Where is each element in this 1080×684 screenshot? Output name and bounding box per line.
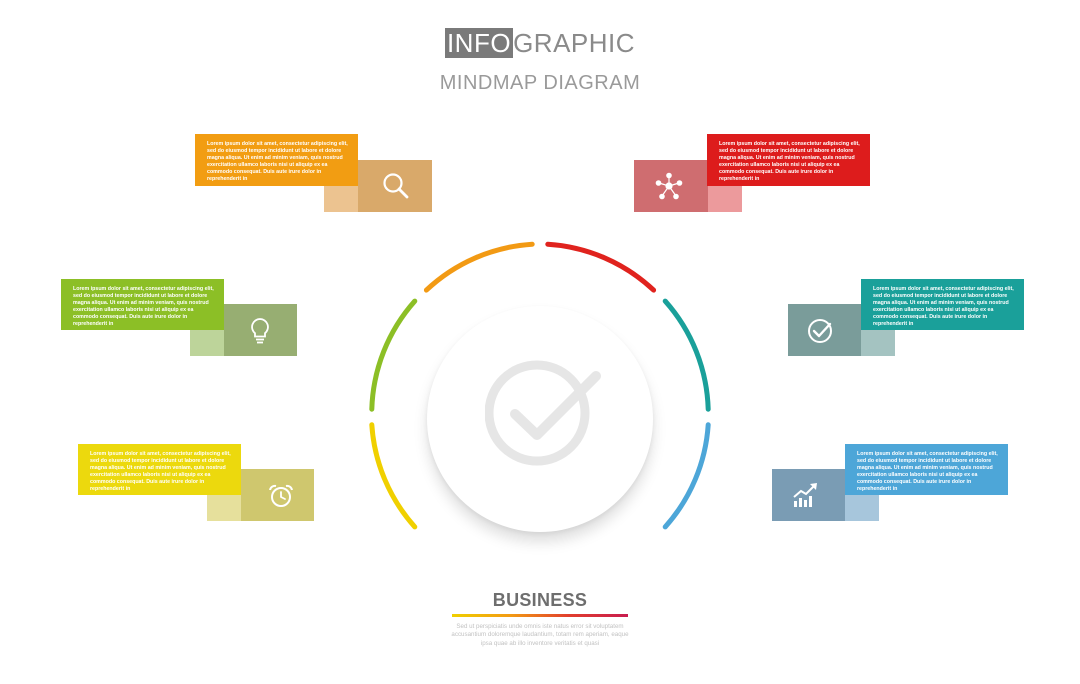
ring-arc-green (369, 298, 418, 412)
card-fold (708, 186, 742, 212)
card-text: Lorem ipsum dolor sit amet, consectetur … (73, 286, 214, 327)
footer-text: Sed ut perspiciatis unde omnis iste natu… (451, 623, 629, 647)
card-text-box: Lorem ipsum dolor sit amet, consectetur … (78, 444, 241, 495)
footer-gradient-line (452, 614, 628, 617)
alarm-clock-icon (269, 484, 293, 507)
ring-arc-red (545, 241, 657, 293)
ring-arc-blue (662, 422, 711, 530)
check-circle-icon (808, 319, 832, 343)
info-card-growth: Lorem ipsum dolor sit amet, consectetur … (772, 444, 1008, 521)
ring-arc-teal (662, 298, 711, 412)
center-circle (427, 306, 653, 532)
ring-arc-orange (423, 241, 535, 293)
info-card-search: Lorem ipsum dolor sit amet, consectetur … (195, 134, 432, 212)
card-text: Lorem ipsum dolor sit amet, consectetur … (857, 451, 998, 492)
info-card-clock: Lorem ipsum dolor sit amet, consectetur … (78, 444, 314, 521)
infographic-title: INFOGRAPHIC (0, 26, 1080, 60)
card-fold (861, 330, 895, 356)
footer-title: BUSINESS (492, 590, 588, 610)
title-rest: GRAPHIC (513, 28, 636, 58)
card-text: Lorem ipsum dolor sit amet, consectetur … (873, 286, 1014, 327)
card-text-box: Lorem ipsum dolor sit amet, consectetur … (61, 279, 224, 330)
card-text-box: Lorem ipsum dolor sit amet, consectetur … (861, 279, 1024, 330)
network-icon (655, 172, 683, 200)
card-text: Lorem ipsum dolor sit amet, consectetur … (207, 141, 348, 182)
card-fold (324, 186, 358, 212)
card-text: Lorem ipsum dolor sit amet, consectetur … (90, 451, 231, 492)
card-text-box: Lorem ipsum dolor sit amet, consectetur … (707, 134, 870, 186)
card-fold (207, 495, 241, 521)
info-card-check: Lorem ipsum dolor sit amet, consectetur … (788, 279, 1024, 356)
info-card-network: Lorem ipsum dolor sit amet, consectetur … (634, 134, 870, 212)
card-text: Lorem ipsum dolor sit amet, consectetur … (719, 141, 860, 182)
card-fold (845, 495, 879, 521)
search-icon (383, 173, 409, 199)
growth-chart-icon (793, 483, 817, 507)
checkmark-circle-icon (485, 360, 601, 466)
subtitle: MINDMAP DIAGRAM (439, 72, 641, 94)
info-card-idea: Lorem ipsum dolor sit amet, consectetur … (61, 279, 297, 356)
ring-arc-yellow (369, 422, 418, 530)
card-text-box: Lorem ipsum dolor sit amet, consectetur … (845, 444, 1008, 495)
lightbulb-icon (251, 318, 269, 344)
title-highlight: INFO (444, 28, 514, 58)
card-text-box: Lorem ipsum dolor sit amet, consectetur … (195, 134, 358, 186)
card-fold (190, 330, 224, 356)
